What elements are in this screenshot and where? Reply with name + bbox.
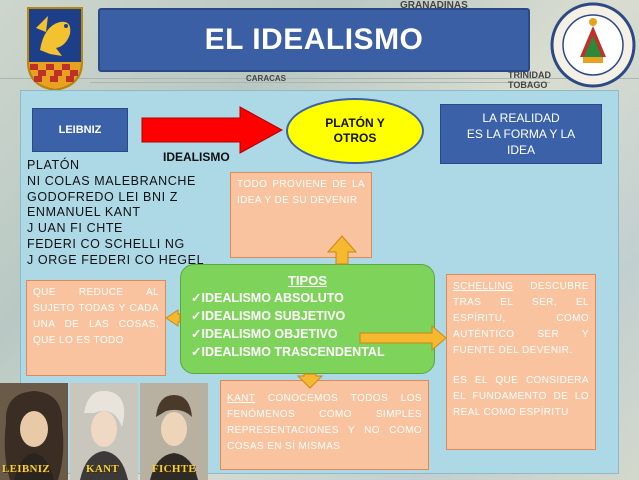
philosopher-name: J ORGE FEDERI CO HEGEL (27, 252, 205, 267)
page-title: EL IDEALISMO (204, 23, 424, 56)
check-icon: ✓ (191, 309, 202, 323)
types-box: TIPOS ✓IDEALISMO ABSOLUTO ✓IDEALISMO SUB… (180, 264, 435, 374)
fichte-portrait-icon (140, 383, 208, 480)
reality-line-2: ES LA FORMA Y LA (466, 127, 576, 141)
philosopher-list: PLATÓN NI COLAS MALEBRANCHE GODOFREDO LE… (27, 158, 204, 269)
philosopher-name: PLATÓN (27, 158, 80, 172)
title-banner: EL IDEALISMO (98, 8, 530, 72)
schelling-text-1: DESCUBRE TRAS EL SER, EL ESPÍRITU, COMO … (453, 281, 589, 356)
check-icon: ✓ (191, 327, 202, 341)
kant-name: KANT (227, 393, 256, 404)
map-label: GRANADINAS (400, 0, 468, 11)
leibniz-box: LEIBNIZ (32, 108, 128, 152)
schelling-text-2: ES EL QUE CONSIDERA EL FUNDAMENTO DE LO … (453, 375, 589, 418)
philosopher-name: NI COLAS MALEBRANCHE (27, 173, 196, 188)
plato-line-1: PLATÓN Y (325, 116, 385, 130)
map-line (0, 78, 639, 79)
philosopher-name: J UAN FI CHTE (27, 221, 123, 236)
philosopher-name: GODOFREDO LEI BNI Z (27, 189, 178, 204)
kant-portrait-icon (70, 383, 138, 480)
reality-line-3: IDEA (506, 143, 535, 157)
leibniz-label: LEIBNIZ (58, 124, 102, 136)
type-item: ✓IDEALISMO SUBJETIVO (191, 309, 346, 323)
philosopher-name: ENMANUEL KANT (27, 205, 141, 220)
red-arrow-icon (141, 106, 284, 154)
type-item: ✓IDEALISMO TRASCENDENTAL (191, 345, 385, 359)
portrait-label: LEIBNIZ (2, 463, 50, 475)
plato-line-2: OTROS (333, 131, 377, 145)
idea-devenir-box: TODO PROVIENE DE LA IDEA Y DE SU DEVENIR (230, 172, 372, 258)
kant-text: CONOCEMOS TODOS LOS FENÓMENOS COMO SIMPL… (227, 393, 422, 452)
map-label: TOBAGO (508, 80, 548, 90)
type-item: ✓IDEALISMO ABSOLUTO (191, 291, 344, 305)
map-line (90, 82, 550, 83)
philosopher-name: FEDERI CO SCHELLI NG (27, 236, 185, 251)
check-icon: ✓ (191, 291, 202, 305)
map-label: CARACAS (246, 74, 286, 83)
kant-box: KANT CONOCEMOS TODOS LOS FENÓMENOS COMO … (220, 380, 429, 470)
portrait-label: KANT (86, 463, 119, 475)
schelling-box: SCHELLING DESCUBRE TRAS EL SER, EL ESPÍR… (446, 274, 596, 450)
leibniz-portrait-icon (0, 383, 68, 480)
university-seal-icon (550, 2, 636, 88)
check-icon: ✓ (191, 345, 202, 359)
subject-box: QUE REDUCE AL SUJETO TODAS Y CADA UNA DE… (26, 280, 166, 376)
coat-of-arms-icon (27, 7, 83, 92)
type-item: ✓IDEALISMO OBJETIVO (191, 327, 338, 341)
portrait-label: FICHTE (152, 463, 196, 475)
schelling-name: SCHELLING (453, 281, 514, 292)
plato-ellipse: PLATÓN Y OTROS (286, 98, 424, 164)
reality-box: LA REALIDAD ES LA FORMA Y LA IDEA (440, 104, 602, 164)
types-title: TIPOS (287, 273, 327, 288)
reality-line-1: LA REALIDAD (482, 111, 560, 125)
idealism-label: IDEALISMO (163, 150, 230, 164)
map-label: TRINIDAD (508, 70, 551, 80)
